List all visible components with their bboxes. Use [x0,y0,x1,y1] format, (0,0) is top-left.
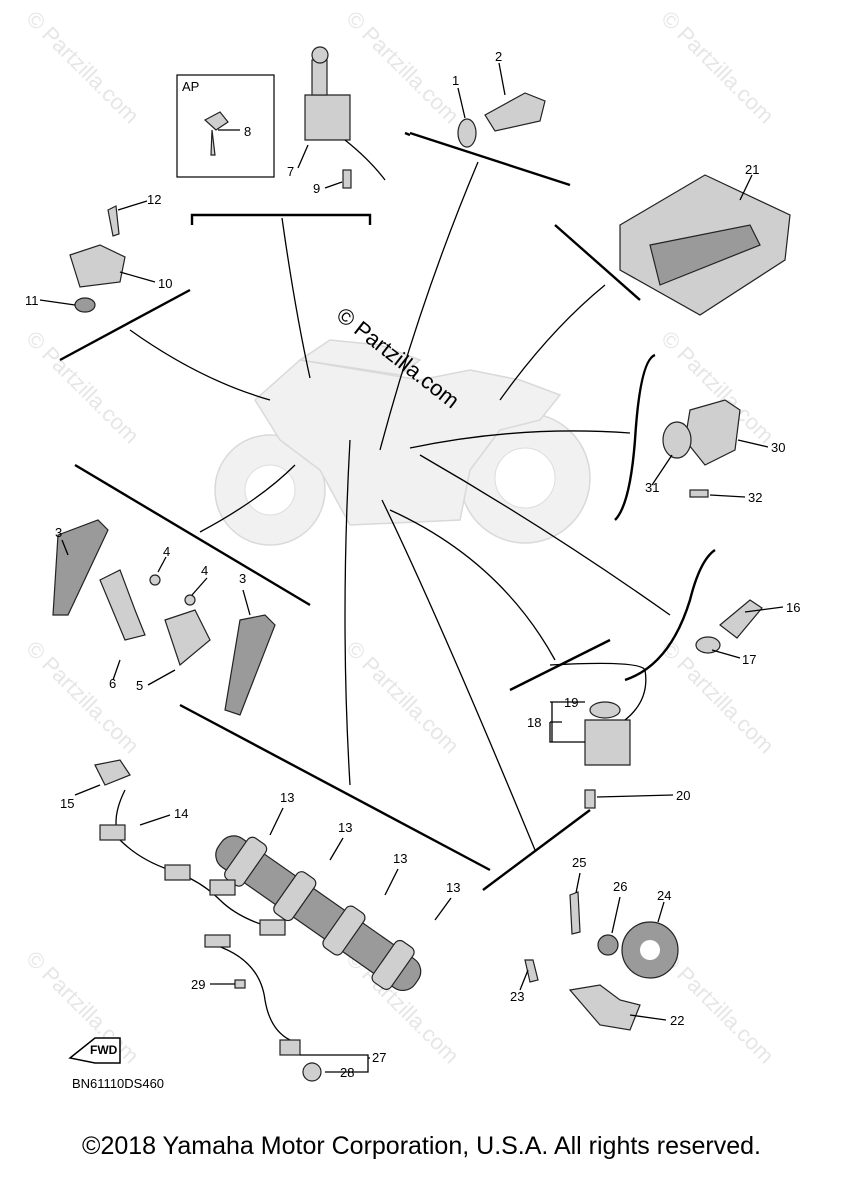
callout-15: 15 [60,796,74,811]
callout-13: 13 [338,820,352,835]
watermark: © Partzilla.com [341,6,464,129]
callout-7: 7 [287,164,294,179]
callout-3: 3 [239,571,246,586]
callout-6: 6 [109,676,116,691]
ap-label: AP [182,79,199,94]
callout-21: 21 [745,162,759,177]
diagram-code: BN61110DS460 [72,1076,164,1091]
fwd-label: FWD [90,1043,118,1057]
fwd-arrow-icon: FWD [68,1037,121,1064]
group-brackets [59,131,716,891]
callout-28: 28 [340,1065,354,1080]
callout-25: 25 [572,855,586,870]
callout-26: 26 [613,879,627,894]
callout-11: 11 [25,293,39,308]
callout-17: 17 [742,652,756,667]
watermark: © Partzilla.com [656,946,779,1069]
callout-5: 5 [136,678,143,693]
watermark: © Partzilla.com [656,636,779,759]
callout-10: 10 [158,276,172,291]
callout-lines [39,62,784,1073]
callout-18: 18 [527,715,541,730]
copyright-notice: ©2018 Yamaha Motor Corporation, U.S.A. A… [82,1132,761,1160]
callout-24: 24 [657,888,671,903]
callout-14: 14 [174,806,188,821]
callout-13: 13 [393,851,407,866]
callout-27: 27 [372,1050,386,1065]
watermark: © Partzilla.com [656,6,779,129]
callout-3: 3 [55,525,62,540]
watermark: © Partzilla.com [21,326,144,449]
callout-16: 16 [786,600,800,615]
callout-13: 13 [446,880,460,895]
callout-1: 1 [452,73,459,88]
callout-8: 8 [244,124,251,139]
watermark: © Partzilla.com [21,636,144,759]
callout-12: 12 [147,192,161,207]
callout-32: 32 [748,490,762,505]
callout-4: 4 [163,544,170,559]
callout-labels: 1 2 3 3 4 4 5 6 7 8 9 10 11 12 13 13 13 … [25,49,800,1080]
callout-2: 2 [495,49,502,64]
callout-22: 22 [670,1013,684,1028]
ap-box: AP [176,74,275,178]
part-shapes [52,46,791,1082]
callout-9: 9 [313,181,320,196]
callout-30: 30 [771,440,785,455]
callout-19: 19 [564,695,578,710]
callout-20: 20 [676,788,690,803]
callout-13: 13 [280,790,294,805]
leader-lines [129,161,671,851]
callout-4: 4 [201,563,208,578]
watermark: © Partzilla.com [21,6,144,129]
callout-31: 31 [645,480,659,495]
callout-23: 23 [510,989,524,1004]
callout-29: 29 [191,977,205,992]
motorcycle-illustration: © Partzilla.com [214,302,591,546]
watermark: © Partzilla.com [341,636,464,759]
